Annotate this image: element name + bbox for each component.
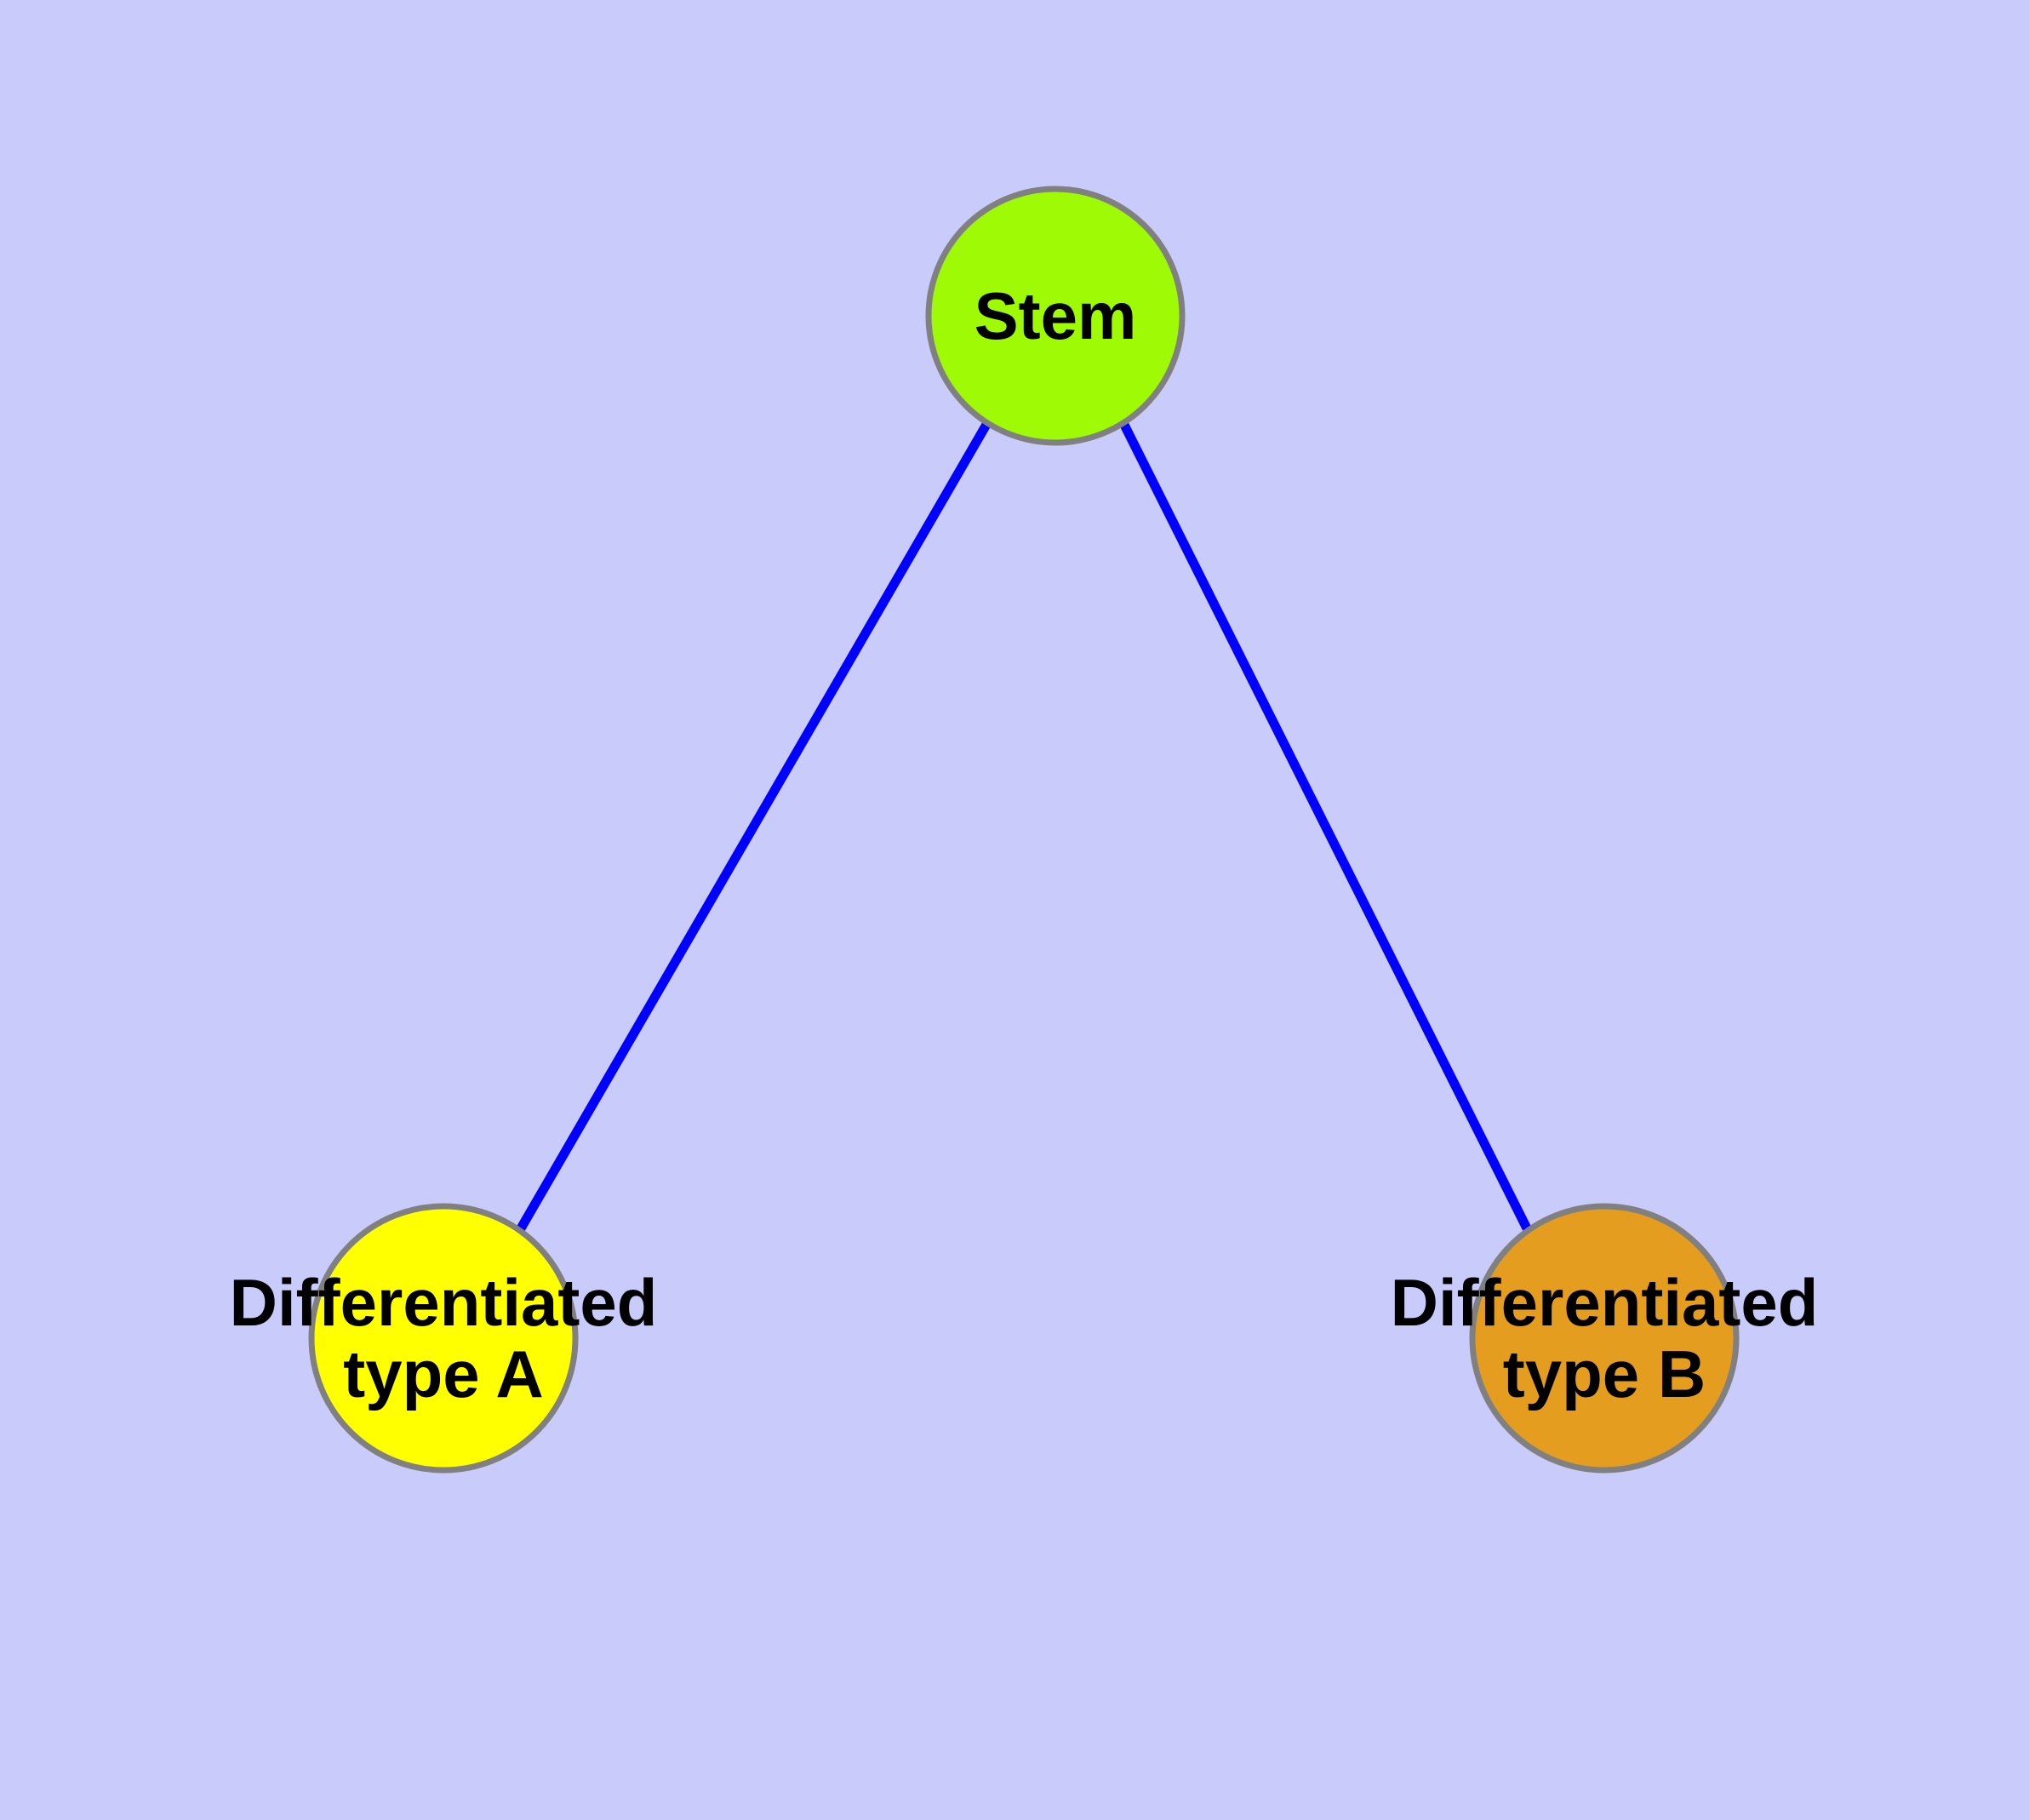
graph-node-stem[interactable] [925, 186, 1186, 446]
graph-edge[interactable] [1119, 421, 1531, 1231]
graph-edge[interactable] [517, 421, 992, 1231]
graph-node-diff_b[interactable] [1469, 1203, 1740, 1474]
graph-node-diff_a[interactable] [308, 1203, 579, 1474]
node-layer [308, 186, 1740, 1474]
edge-layer [517, 421, 1531, 1231]
